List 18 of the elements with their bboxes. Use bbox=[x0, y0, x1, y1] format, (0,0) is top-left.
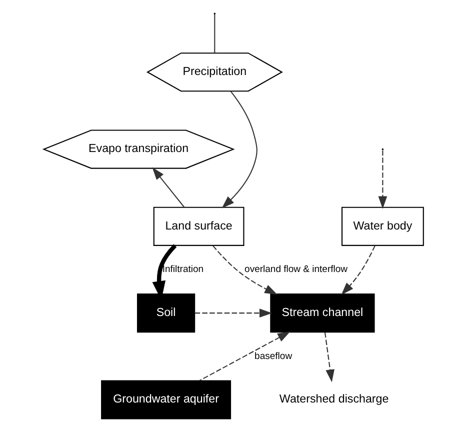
arrow bbox=[378, 150, 388, 208]
node-box: Stream channel bbox=[270, 293, 375, 332]
arrow bbox=[194, 308, 272, 318]
node-box: Land surface bbox=[153, 206, 244, 246]
arrow bbox=[222, 90, 258, 208]
edge-label: baseflow bbox=[254, 350, 292, 362]
edge-label: Infiltration bbox=[162, 264, 204, 275]
arrow bbox=[212, 244, 278, 294]
node-box: Water body bbox=[341, 206, 424, 246]
edge-label: overland flow & interflow bbox=[244, 264, 348, 275]
connector bbox=[214, 14, 216, 53]
node-text: Watershed discharge bbox=[279, 392, 389, 406]
node-box: Soil bbox=[136, 293, 196, 332]
arrow bbox=[152, 166, 185, 208]
arrow bbox=[341, 245, 376, 294]
node-box: Groundwater aquifer bbox=[101, 380, 232, 419]
arrow bbox=[199, 331, 290, 381]
arrow bbox=[324, 332, 334, 382]
